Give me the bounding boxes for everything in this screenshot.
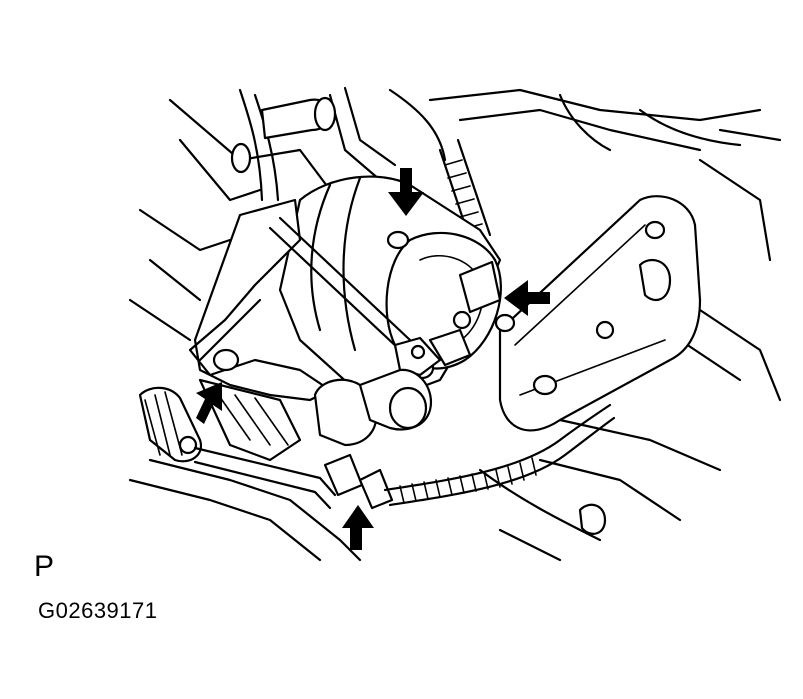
- mounting-bracket: [498, 195, 702, 535]
- arrow-left-right: [504, 280, 550, 316]
- linkage-rod: [138, 378, 337, 510]
- figure-code-label: G02639171: [38, 598, 158, 623]
- arrow-up-bottom: [342, 505, 374, 550]
- component-body: [188, 175, 516, 510]
- arrow-up-left: [196, 382, 222, 424]
- braided-cable: [383, 403, 616, 507]
- callout-arrows: [196, 168, 550, 550]
- view-letter-label: P: [34, 550, 55, 583]
- background-structure: [128, 86, 782, 562]
- arrow-down-top: [388, 168, 424, 216]
